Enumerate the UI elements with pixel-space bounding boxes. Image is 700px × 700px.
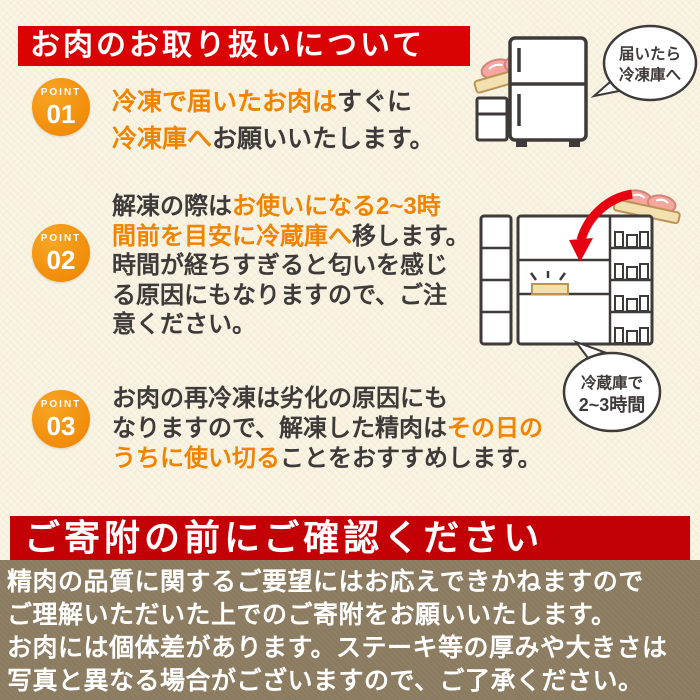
point-02-line-1: 解凍の際はお使いになる2~3時 — [112, 192, 470, 222]
notice-line-3: お肉には個体差があります。ステーキ等の厚みや大きさは — [7, 634, 668, 662]
segment: る原因にもなりますので、ご注 — [112, 281, 448, 309]
point-02-line-2: 間前を目安に冷蔵庫へ移します。 — [112, 222, 470, 252]
point-badge-number: 02 — [46, 244, 76, 275]
point-badge-word: POINT — [40, 232, 82, 244]
point-01-text: 冷凍で届いたお肉はすぐに 冷凍庫へお願いいたします。 — [112, 84, 435, 158]
segment: うちに使い切る — [112, 445, 280, 472]
point-01-line-1: 冷凍で届いたお肉はすぐに — [112, 84, 435, 121]
point-01-line-2: 冷凍庫へお願いいたします。 — [112, 121, 435, 158]
arrived-bubble-line1: 届いたら — [619, 45, 681, 63]
bottle-icons — [614, 231, 649, 344]
point-badge-word: POINT — [40, 86, 82, 98]
emphasis-marks-icon — [529, 271, 567, 281]
segment: 解凍の際は — [112, 193, 232, 220]
point-02-line-4: る原因にもなりますので、ご注 — [112, 281, 470, 311]
point-03-text: お肉の再冷凍は劣化の原因にも なりますので、解凍した精肉はその日の うちに使い切… — [112, 384, 543, 474]
segment: 冷凍で届いたお肉は — [112, 88, 338, 116]
notice-line-2: ご理解いただいた上でのご寄附をお願いいたします。 — [7, 601, 617, 629]
arrived-bubble: 届いたら 冷凍庫へ — [590, 24, 698, 102]
point-03-line-2: なりますので、解凍した精肉はその日の — [112, 414, 543, 444]
fridge-icon — [508, 36, 588, 147]
segment: お願いいたします。 — [212, 125, 435, 153]
fridge-time-bubble-line2: 2~3時間 — [579, 395, 646, 415]
notice-line-1: 精肉の品質に関するご要望にはお応えできかねますので — [7, 568, 644, 596]
segment: その日の — [447, 415, 544, 442]
segment: ことをおすすめします。 — [280, 445, 542, 472]
segment: 移します。 — [352, 222, 470, 250]
segment: 意ください。 — [112, 311, 256, 338]
segment: 冷凍庫へ — [112, 125, 213, 153]
point-02-badge: POINT 02 — [32, 224, 90, 282]
segment: なりますので、解凍した精肉は — [112, 415, 448, 442]
point-badge-word: POINT — [40, 398, 82, 410]
fridge-interior-icon — [516, 214, 654, 346]
open-fridge-illustration — [479, 189, 681, 346]
point-03-badge: POINT 03 — [32, 390, 90, 448]
notice-line-4: 写真と異なる場合がございますので、ご了承ください。 — [7, 667, 644, 695]
point-02-text: 解凍の際はお使いになる2~3時 間前を目安に冷蔵庫へ移します。 時間が経ちすぎる… — [112, 192, 470, 340]
meat-package-icon — [531, 283, 569, 295]
closed-fridge-illustration — [473, 36, 588, 147]
point-02-line-5: 意ください。 — [112, 310, 470, 340]
notice-section: 精肉の品質に関するご要望にはお応えできかねますので ご理解いただいた上でのご寄附… — [0, 560, 700, 700]
point-01-badge: POINT 01 — [32, 78, 90, 136]
fridge-time-bubble: 冷蔵庫で 2~3時間 — [562, 339, 662, 433]
point-02-line-3: 時間が経ちすぎると匂いを感じ — [112, 251, 470, 281]
point-badge-number: 03 — [46, 410, 76, 441]
point-03-line-1: お肉の再冷凍は劣化の原因にも — [112, 384, 543, 414]
segment: お使いになる2~3時 — [232, 193, 441, 220]
arrived-bubble-line2: 冷凍庫へ — [619, 65, 682, 84]
point-03-line-3: うちに使い切ることをおすすめします。 — [112, 444, 543, 474]
freezer-box-icon — [475, 96, 509, 142]
segment: 間前を目安に冷蔵庫へ — [112, 222, 352, 250]
segment: すぐに — [337, 88, 413, 116]
confirm-banner: ご寄附の前にご確認ください — [10, 516, 690, 560]
open-door-icon — [479, 214, 513, 346]
segment: 時間が経ちすぎると匂いを感じ — [112, 252, 448, 279]
segment: お肉の再冷凍は劣化の原因にも — [112, 385, 448, 412]
fridge-time-bubble-line1: 冷蔵庫で — [581, 373, 643, 392]
red-arrow-icon — [569, 189, 633, 262]
point-badge-number: 01 — [46, 98, 76, 129]
title-banner: お肉のお取り扱いについて — [18, 26, 470, 66]
